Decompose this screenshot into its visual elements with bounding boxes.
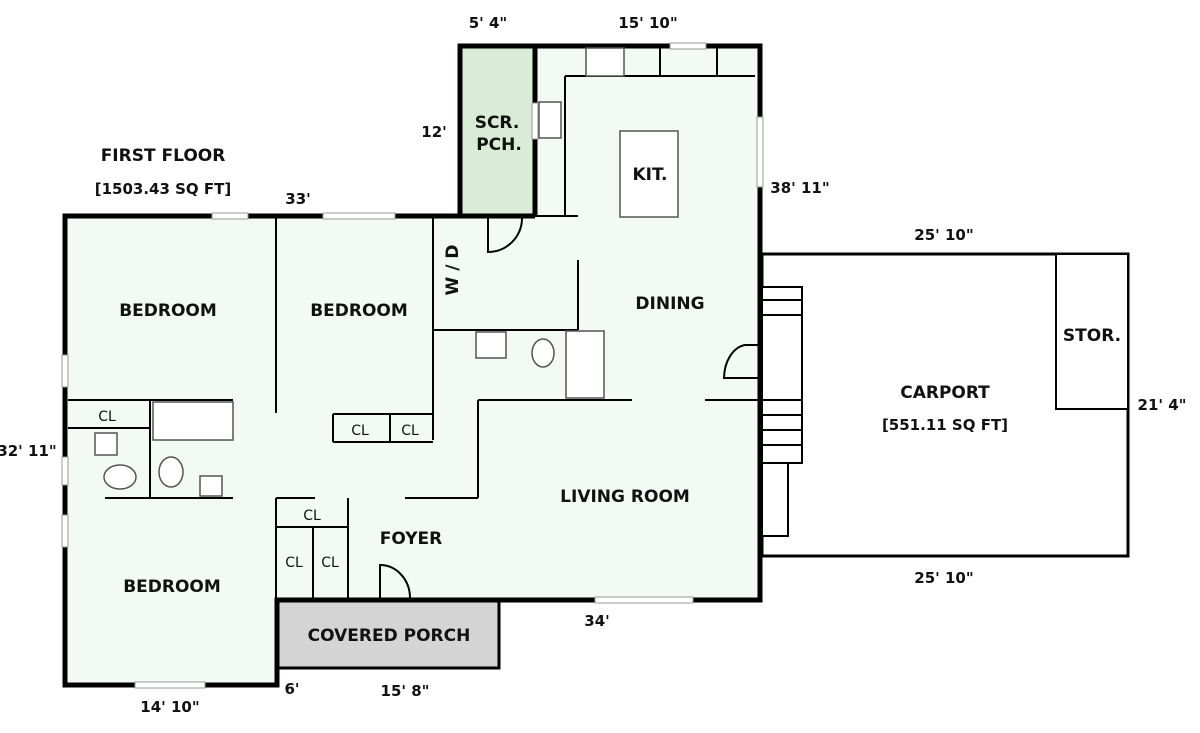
dimension-label: 25' 10" <box>914 226 973 244</box>
window <box>134 681 206 689</box>
closet-label: CL <box>351 423 369 439</box>
foyer-label: FOYER <box>380 529 442 549</box>
closet-label: CL <box>401 423 419 439</box>
closet-label: CL <box>285 555 303 571</box>
screened-porch-label: SCR. <box>475 113 520 133</box>
screened-porch-area <box>460 46 535 216</box>
shower-icon <box>565 330 605 399</box>
interior-walls <box>68 75 760 600</box>
carport-area-label: [551.11 SQ FT] <box>882 416 1008 434</box>
storage-label: STOR. <box>1063 326 1121 346</box>
living-room-label: LIVING ROOM <box>560 487 690 507</box>
kitchen-island <box>619 130 679 218</box>
screened-porch-label: PCH. <box>476 135 522 155</box>
closet-label: CL <box>321 555 339 571</box>
stove-icon <box>585 47 625 77</box>
storage-room <box>1055 253 1129 410</box>
bedroom-label: BEDROOM <box>123 577 221 597</box>
house-interior <box>65 46 760 685</box>
dimension-label: 15' 10" <box>618 14 677 32</box>
dimension-label: 15' 8" <box>381 682 430 700</box>
dining-label: DINING <box>635 294 704 314</box>
carport-label: CARPORT <box>900 383 990 403</box>
window <box>669 42 707 50</box>
door-icon <box>722 344 758 379</box>
closet-label: CL <box>303 508 321 524</box>
kitchen-label: KIT. <box>633 165 668 185</box>
closet-label: CL <box>98 409 116 425</box>
dimension-label: 5' 4" <box>469 14 508 32</box>
window <box>756 116 764 188</box>
washer-dryer-label: W / D <box>443 245 463 296</box>
kitchen-sink-icon <box>538 101 562 139</box>
floor-title: FIRST FLOOR <box>101 146 226 166</box>
sink-icon <box>199 475 223 497</box>
bedroom-label: BEDROOM <box>310 301 408 321</box>
dimension-label: 32' 11" <box>0 442 57 460</box>
dimension-label: 25' 10" <box>914 569 973 587</box>
covered-porch-area <box>276 599 501 670</box>
window <box>594 596 694 604</box>
toilet-icon <box>103 464 137 490</box>
toilet-icon <box>158 456 184 488</box>
window <box>61 354 69 388</box>
dimension-label: 21' 4" <box>1138 396 1187 414</box>
carport-steps <box>761 286 803 537</box>
bathtub-icon <box>152 401 234 441</box>
window <box>61 514 69 548</box>
window <box>531 102 539 140</box>
dimension-label: 33' <box>285 190 310 208</box>
sink-icon <box>94 432 118 456</box>
toilet-icon <box>531 338 555 368</box>
bedroom-label: BEDROOM <box>119 301 217 321</box>
window <box>211 212 249 220</box>
dimension-label: 6' <box>284 680 299 698</box>
door-icon <box>379 563 411 599</box>
dimension-label: 34' <box>584 612 609 630</box>
covered-porch-label: COVERED PORCH <box>308 626 471 646</box>
sink-icon <box>475 331 507 359</box>
window <box>61 456 69 486</box>
dimension-label: 12' <box>421 123 446 141</box>
window <box>322 212 396 220</box>
dimension-label: 14' 10" <box>140 698 199 716</box>
door-icon <box>487 217 523 254</box>
floor-area: [1503.43 SQ FT] <box>95 180 232 198</box>
dimension-label: 38' 11" <box>770 179 829 197</box>
